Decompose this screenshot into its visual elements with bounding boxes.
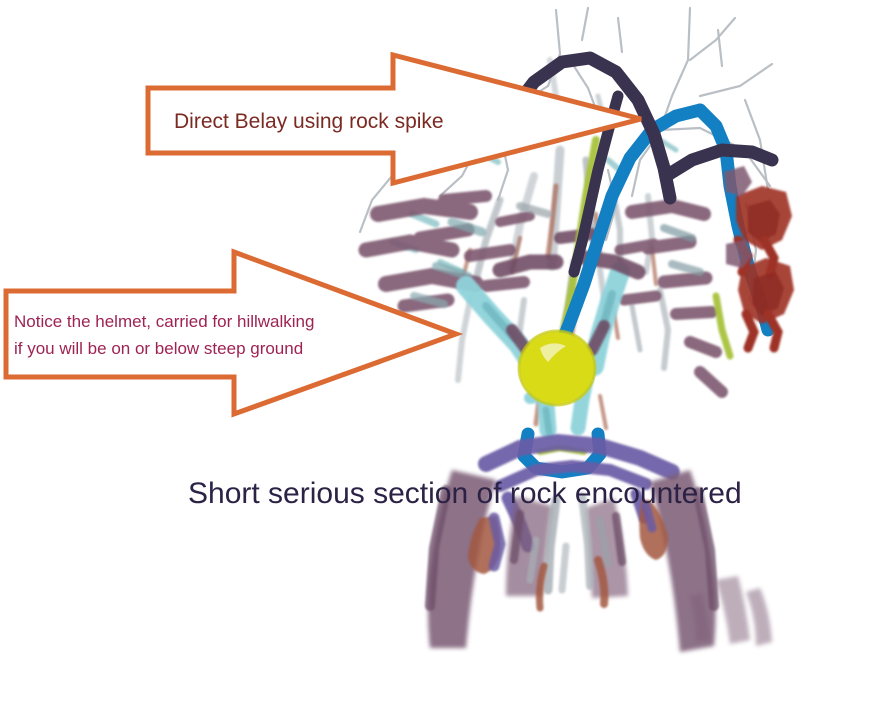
helmet xyxy=(517,329,597,407)
pack-highlights xyxy=(410,202,704,308)
callout-direct-belay[interactable]: Direct Belay using rock spike xyxy=(145,51,642,187)
lower-rock-wash xyxy=(690,576,772,646)
legs-outline xyxy=(425,485,719,611)
caption-short-serious-section: Short serious section of rock encountere… xyxy=(188,477,742,510)
gear-quickdraws xyxy=(724,166,794,353)
callout-helmet-label-line2: if you will be on or below steep ground xyxy=(14,339,303,358)
callout-helmet[interactable]: Notice the helmet, carried for hillwalki… xyxy=(3,248,464,418)
callout-arrow-shape xyxy=(145,51,642,187)
callout-helmet-label-line1: Notice the helmet, carried for hillwalki… xyxy=(14,312,314,331)
rucksack xyxy=(358,190,728,398)
mid-rock-strokes xyxy=(526,492,612,595)
callout-direct-belay-label: Direct Belay using rock spike xyxy=(174,110,444,133)
callout-arrow-shape xyxy=(3,248,464,418)
harness-leg-loop xyxy=(488,501,657,572)
